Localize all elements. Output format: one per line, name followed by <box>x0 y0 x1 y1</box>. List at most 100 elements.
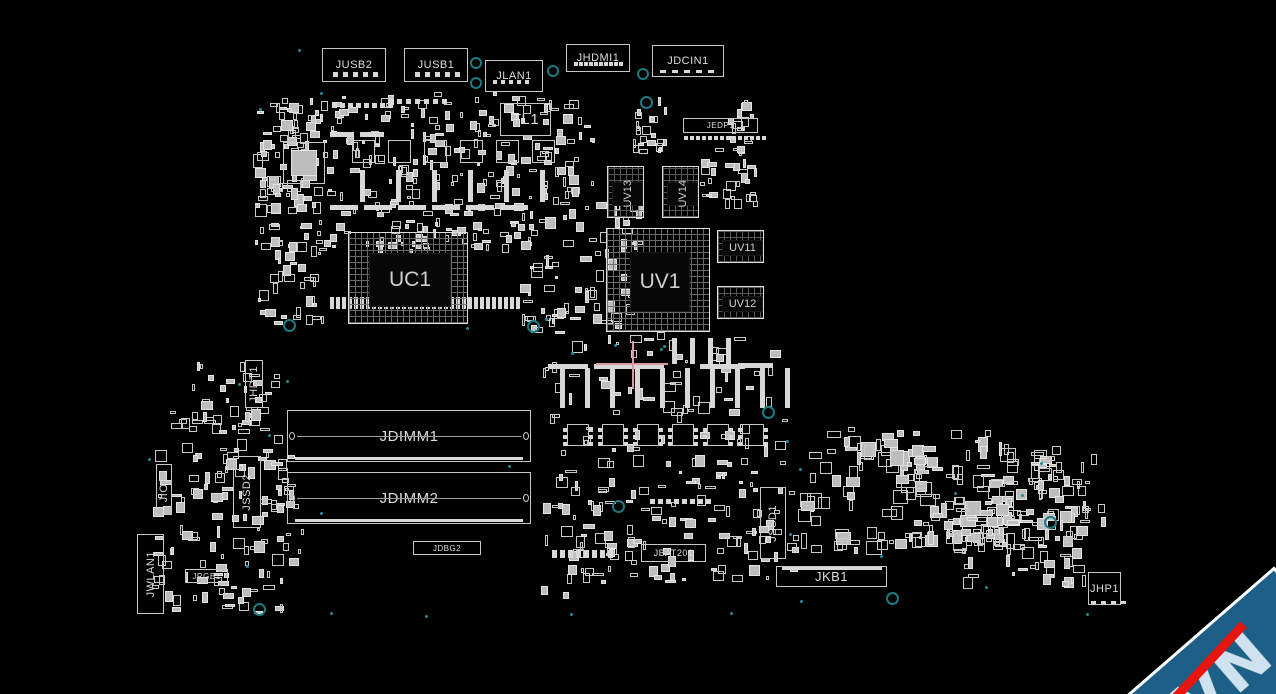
pad <box>516 297 520 309</box>
smd-component <box>736 537 741 547</box>
chip-uv1[interactable]: UV1 <box>606 228 710 332</box>
smd-component <box>263 585 275 590</box>
pad <box>764 428 768 432</box>
connector-tl1[interactable]: TL1 <box>500 103 551 136</box>
pad <box>668 435 672 439</box>
smd-component <box>967 517 978 521</box>
pad <box>525 80 529 84</box>
smd-component <box>200 560 206 568</box>
smd-component <box>230 406 239 417</box>
smd-component <box>944 521 953 530</box>
mosfet <box>496 140 519 163</box>
connector-jio1[interactable]: JIO1 <box>156 464 172 515</box>
smd-component <box>809 452 822 459</box>
smd-component <box>286 193 290 197</box>
smd-component <box>585 568 594 576</box>
smd-component <box>202 592 208 603</box>
smd-component <box>350 168 360 173</box>
connector-jbat201[interactable]: JBAT201 <box>641 544 706 562</box>
smd-component <box>389 179 392 184</box>
test-point <box>1040 462 1043 465</box>
smd-component <box>644 338 654 341</box>
smd-component <box>182 443 193 453</box>
smd-component <box>535 143 540 150</box>
smd-component <box>562 504 570 515</box>
smd-component <box>474 243 483 250</box>
smd-component <box>913 431 920 436</box>
smd-component <box>333 150 338 159</box>
pad <box>666 499 671 504</box>
smd-component <box>1101 517 1106 527</box>
smd-component <box>591 181 594 186</box>
smd-component <box>638 143 644 146</box>
smd-component <box>854 547 858 554</box>
chip-uv12[interactable]: UV12 <box>717 286 764 319</box>
smd-component <box>530 266 534 269</box>
smd-component <box>529 196 532 199</box>
pad <box>445 72 450 77</box>
smd-component <box>171 494 182 497</box>
smd-component <box>313 303 317 307</box>
smd-component <box>483 179 487 186</box>
pad <box>782 567 882 570</box>
smd-component <box>489 116 494 124</box>
connector-jhdt1[interactable]: JHDT1 <box>245 360 263 408</box>
smd-component <box>671 502 676 507</box>
smd-component <box>787 543 797 551</box>
smd-component <box>271 381 280 388</box>
smd-component <box>239 491 242 499</box>
pad <box>604 62 608 66</box>
smd-component <box>630 335 642 343</box>
test-point <box>330 612 333 615</box>
smd-component <box>723 189 731 199</box>
connector-jssd1[interactable]: JSSD1 <box>760 487 786 559</box>
chip-uv11[interactable]: UV11 <box>717 230 764 263</box>
smd-component <box>1007 452 1014 463</box>
smd-component <box>237 439 247 451</box>
smd-component <box>304 277 314 281</box>
smd-component <box>593 505 601 516</box>
chip-uv14[interactable]: UV14 <box>662 166 699 218</box>
smd-component <box>171 423 183 429</box>
smd-component <box>477 163 480 166</box>
smd-component <box>412 189 420 199</box>
connector-jrgb1[interactable]: JRGB1 <box>185 569 228 583</box>
smd-component <box>259 290 269 301</box>
smd-component <box>1049 488 1060 498</box>
smd-component <box>651 507 662 515</box>
test-point <box>985 586 988 589</box>
smd-component <box>985 430 991 437</box>
smd-component <box>423 136 432 140</box>
pad <box>509 80 513 84</box>
pad <box>764 442 768 446</box>
smd-component <box>406 185 413 190</box>
test-point <box>663 345 666 348</box>
smd-component <box>630 573 638 577</box>
pad <box>468 297 472 309</box>
pad <box>690 499 695 504</box>
smd-component <box>1022 529 1026 539</box>
smd-component <box>551 108 559 111</box>
mosfet <box>742 424 764 446</box>
connector-jedp1[interactable]: JEDP1 <box>683 118 758 133</box>
smd-component <box>636 121 639 129</box>
pad <box>598 435 602 439</box>
smd-component <box>153 507 164 517</box>
connector-jssd2[interactable]: JSSD2 <box>233 456 261 528</box>
smd-component <box>280 578 283 584</box>
pad <box>574 62 578 66</box>
connector-jwlan1[interactable]: JWLAN1 <box>137 534 164 614</box>
smd-component <box>961 509 968 519</box>
smd-component <box>271 462 283 466</box>
smd-component <box>545 367 549 371</box>
smd-component <box>170 411 176 414</box>
chip-uv13[interactable]: UV13 <box>607 166 644 218</box>
pad <box>480 297 484 309</box>
smd-component <box>182 531 193 540</box>
chip-uc1[interactable]: UC1 <box>348 232 468 324</box>
connector-jlan1[interactable]: JLAN1 <box>485 60 543 92</box>
connector-jhdmi1[interactable]: JHDMI1 <box>566 44 630 72</box>
inductor-bar <box>432 170 437 202</box>
smd-component <box>429 117 438 124</box>
connector-jdbg2[interactable]: JDBG2 <box>413 541 481 555</box>
